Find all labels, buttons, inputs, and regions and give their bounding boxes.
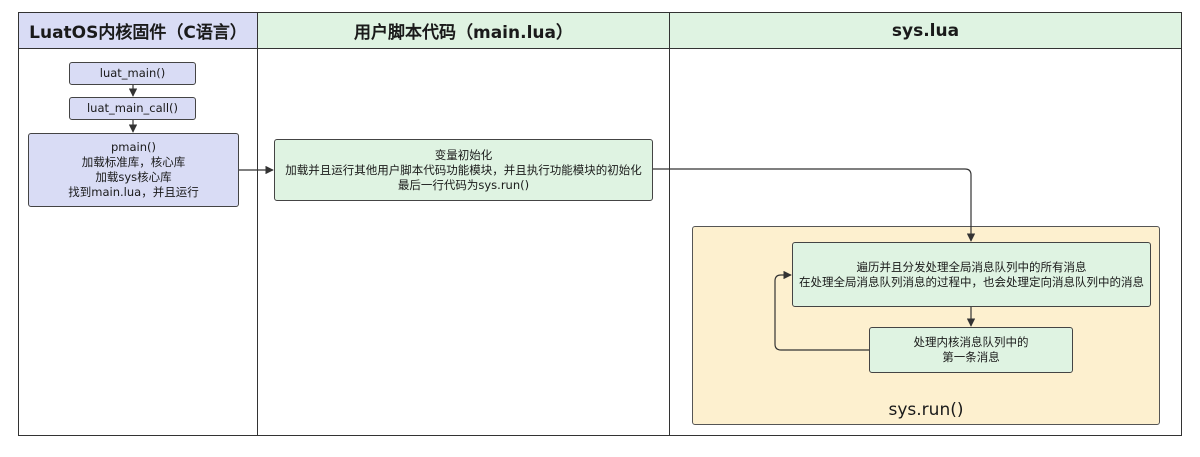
node-kernel-message-line-2: 第一条消息 [942, 350, 1000, 364]
node-pmain-line-3: 加载sys核心库 [95, 170, 172, 184]
node-luat-main: luat_main() [69, 62, 196, 85]
node-kernel-message-line-1: 处理内核消息队列中的 [913, 335, 1029, 349]
lane-divider-1 [257, 12, 258, 436]
node-dispatch-messages: 遍历并且分发处理全局消息队列中的所有消息 在处理全局消息队列消息的过程中，也会处… [792, 242, 1151, 307]
lane-header-kernel: LuatOS内核固件（C语言） [18, 12, 258, 49]
node-main-lua: 变量初始化 加载并且运行其他用户脚本代码功能模块，并且执行功能模块的初始化 最后… [274, 139, 653, 201]
node-pmain-line-2: 加载标准库，核心库 [81, 155, 186, 169]
lane-divider-2 [669, 12, 670, 436]
lane-title-sys-lua: sys.lua [891, 20, 960, 41]
node-dispatch-line-2: 在处理全局消息队列消息的过程中，也会处理定向消息队列中的消息 [799, 274, 1144, 289]
node-pmain-line-4: 找到main.lua，并且运行 [68, 185, 199, 199]
node-pmain-line-1: pmain() [110, 140, 156, 154]
arrow-main-lua-to-dispatch [653, 168, 976, 242]
sys-run-loop-label: sys.run() [888, 400, 964, 420]
lane-header-main-lua: 用户脚本代码（main.lua） [257, 12, 670, 49]
node-luat-main-call: luat_main_call() [69, 97, 196, 120]
lane-header-sys-lua: sys.lua [669, 12, 1182, 49]
arrow-kernel-message-loop-back [774, 270, 869, 351]
lane-title-kernel: LuatOS内核固件（C语言） [29, 23, 247, 43]
node-luat-main-call-text: luat_main_call() [86, 101, 178, 115]
node-luat-main-text: luat_main() [99, 66, 166, 80]
node-kernel-message: 处理内核消息队列中的 第一条消息 [869, 327, 1073, 373]
node-main-lua-line-1: 变量初始化 [434, 147, 493, 162]
node-dispatch-line-1: 遍历并且分发处理全局消息队列中的所有消息 [856, 259, 1087, 274]
lane-title-main-lua: 用户脚本代码（main.lua） [354, 23, 573, 43]
node-main-lua-line-3: 最后一行代码为sys.run() [397, 177, 530, 192]
node-pmain: pmain() 加载标准库，核心库 加载sys核心库 找到main.lua，并且… [28, 133, 239, 207]
node-main-lua-line-2: 加载并且运行其他用户脚本代码功能模块，并且执行功能模块的初始化 [285, 162, 642, 177]
